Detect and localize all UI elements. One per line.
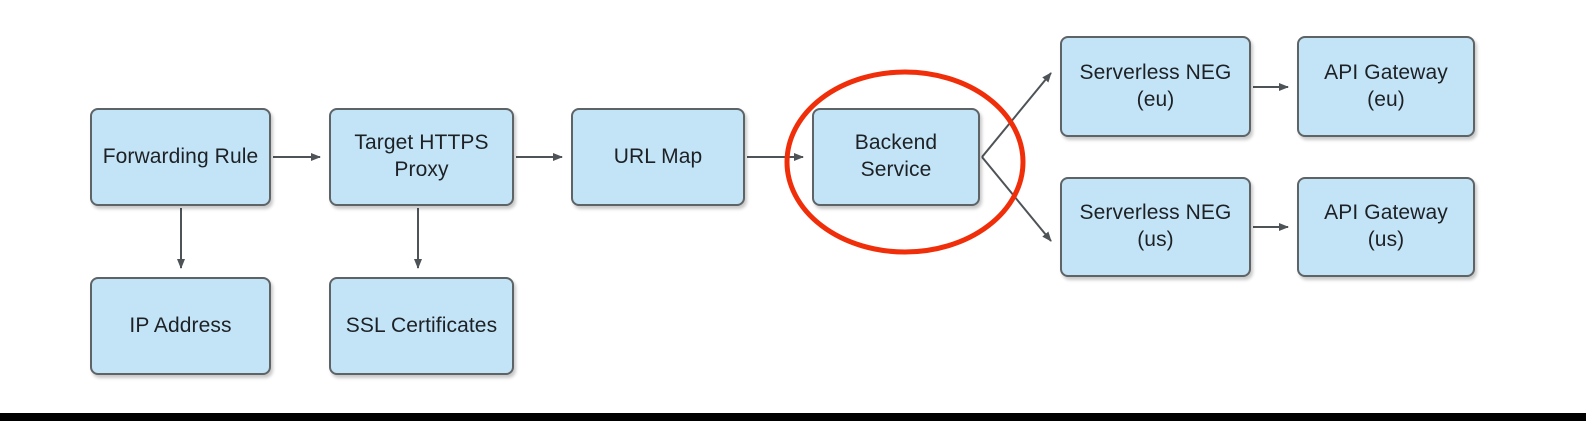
node-serverless-neg-us[interactable]: Serverless NEG (us) [1060, 177, 1251, 277]
node-label: Serverless NEG (us) [1079, 201, 1232, 251]
node-label: API Gateway (eu) [1324, 60, 1448, 111]
node-url-map[interactable]: URL Map [571, 108, 745, 206]
bottom-bar [0, 413, 1586, 421]
node-label: Serverless NEG (eu) [1079, 60, 1232, 111]
node-forwarding-rule[interactable]: Forwarding Rule [90, 108, 271, 206]
node-serverless-neg-eu[interactable]: Serverless NEG (eu) [1060, 36, 1251, 137]
node-label: Target HTTPS Proxy [354, 131, 489, 181]
node-ssl-certificates[interactable]: SSL Certificates [329, 277, 514, 375]
node-label: Forwarding Rule [102, 144, 259, 168]
node-backend-service[interactable]: Backend Service [812, 108, 980, 206]
node-label: URL Map [613, 144, 703, 168]
node-target-https-proxy[interactable]: Target HTTPS Proxy [329, 108, 514, 206]
edge-backend-service-to-serverless-neg-us [981, 156, 1052, 242]
node-label: Backend Service [854, 131, 938, 181]
edge-backend-service-to-serverless-neg-eu [981, 72, 1052, 158]
node-ip-address[interactable]: IP Address [90, 277, 271, 375]
node-api-gateway-us[interactable]: API Gateway (us) [1297, 177, 1475, 277]
node-label: IP Address [129, 313, 232, 337]
node-label: SSL Certificates [345, 313, 498, 337]
node-api-gateway-eu[interactable]: API Gateway (eu) [1297, 36, 1475, 137]
node-label: API Gateway (us) [1324, 201, 1448, 251]
